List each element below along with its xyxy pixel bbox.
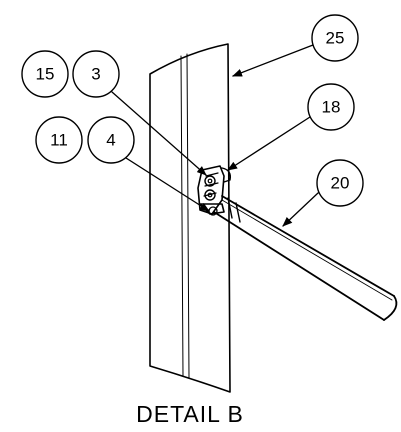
bracket-assembly	[197, 165, 232, 216]
detail-title: DETAIL B	[136, 401, 244, 427]
leader-line	[125, 157, 210, 212]
leader-line	[232, 44, 314, 77]
leader-line	[227, 116, 311, 171]
strut-tube	[213, 195, 398, 321]
callout-20: 20	[282, 159, 364, 227]
callout-bubble	[87, 116, 135, 164]
callout-3: 3	[72, 50, 207, 176]
callout-bubble	[311, 14, 359, 62]
callout-label: 18	[322, 98, 341, 117]
callout-25: 25	[232, 14, 359, 77]
callout-label: 4	[106, 131, 115, 150]
callout-label: 11	[50, 131, 68, 150]
callout-15: 15	[21, 50, 69, 98]
callout-label: 20	[331, 174, 350, 193]
leader-line	[111, 91, 207, 176]
callout-bubble	[21, 50, 69, 98]
callout-bubble	[72, 50, 120, 98]
callout-label: 3	[91, 65, 100, 84]
leader-line	[282, 192, 319, 227]
callout-bubble	[316, 159, 364, 207]
callout-bubble	[35, 116, 83, 164]
panel-part	[149, 43, 231, 393]
callout-bubble	[307, 83, 355, 131]
callout-label: 15	[36, 65, 55, 84]
callout-4: 4	[87, 116, 210, 212]
callout-18: 18	[227, 83, 355, 171]
callout-11: 11	[35, 116, 83, 164]
callout-label: 25	[326, 29, 345, 48]
